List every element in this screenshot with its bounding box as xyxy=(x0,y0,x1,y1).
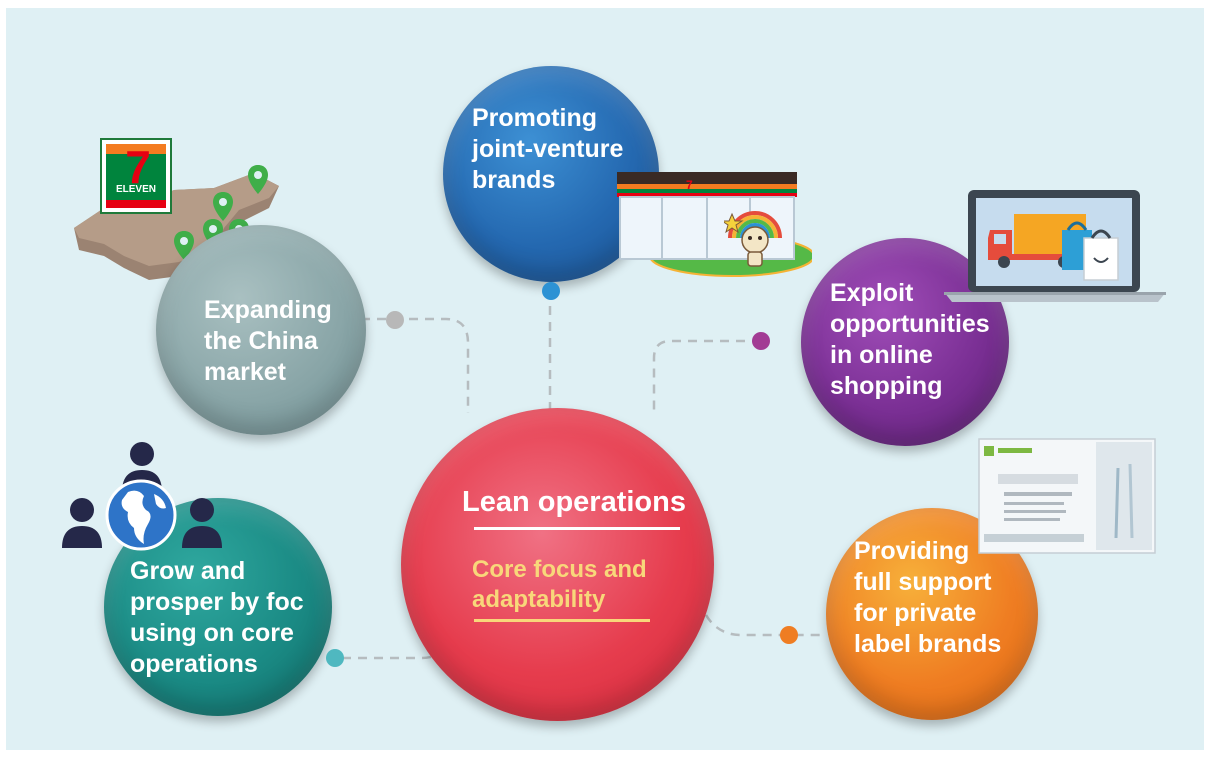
node-private-label-text: Providing full support for private label… xyxy=(854,537,1002,658)
node-jv-label: Promoting joint-venture brands xyxy=(472,104,624,194)
center-title: Lean operations xyxy=(462,486,686,518)
node-core-label: Grow and prosper by foc using on core op… xyxy=(130,557,304,678)
diagram-canvas: 7 ELEVEN Expanding the China market Prom… xyxy=(6,8,1204,750)
connector-dot-core xyxy=(326,649,344,667)
product-card-icon xyxy=(978,438,1156,554)
seven-eleven-number: 7 xyxy=(125,141,151,193)
map-pin-icon xyxy=(248,165,268,194)
seven-eleven-logo: 7 ELEVEN xyxy=(100,138,172,214)
mascot-icon xyxy=(724,211,782,267)
connector-private xyxy=(704,614,826,637)
connector-dot-china xyxy=(386,311,404,329)
globe-icon xyxy=(105,479,177,551)
center-subtitle: Core focus and adaptability xyxy=(472,556,647,613)
svg-text:7: 7 xyxy=(686,178,693,192)
node-china-label: Expanding the China market xyxy=(204,296,332,386)
connector-dot-jv xyxy=(542,282,560,300)
connector-dot-private xyxy=(780,626,798,644)
connector-online xyxy=(652,339,761,413)
seven-eleven-word: ELEVEN xyxy=(108,184,164,195)
map-pin-icon xyxy=(213,192,233,221)
node-online-label: Exploit opportunities in online shopping xyxy=(830,279,990,400)
center-subtitle-underline xyxy=(474,619,650,622)
connector-china xyxy=(361,317,470,413)
center-title-underline xyxy=(474,527,680,530)
node-lean-operations xyxy=(401,408,714,721)
connector-dot-online xyxy=(752,332,770,350)
node-china-market xyxy=(156,225,366,435)
shopping-bag-icon xyxy=(1062,221,1119,281)
